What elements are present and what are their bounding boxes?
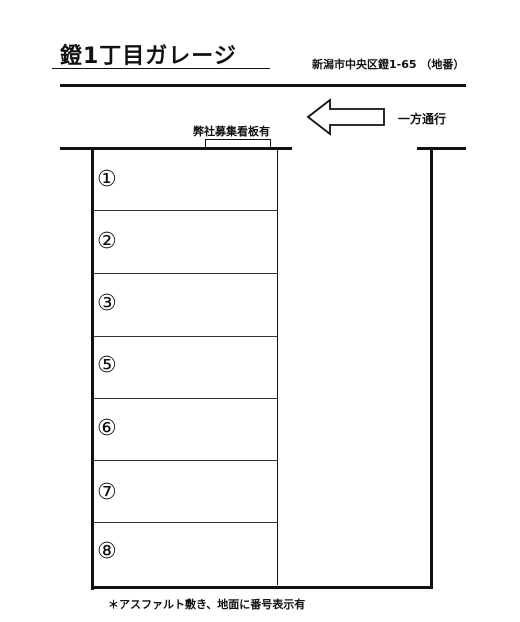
- space-number: ⑦: [97, 480, 117, 505]
- parking-space: ⑧: [93, 523, 277, 585]
- one-way-arrow-icon: [306, 98, 385, 136]
- space-divider: [93, 210, 277, 211]
- front-boundary-right: [417, 147, 466, 150]
- space-divider: [93, 460, 277, 461]
- title-underline: [52, 68, 270, 69]
- front-boundary-left: [60, 147, 292, 150]
- parking-space: ③: [93, 274, 277, 336]
- road-edge-line: [60, 84, 466, 87]
- space-divider: [93, 522, 277, 523]
- signboard: [205, 139, 271, 148]
- space-number: ③: [97, 291, 117, 316]
- space-number: ⑧: [97, 539, 117, 564]
- space-divider: [93, 336, 277, 337]
- space-number: ②: [97, 229, 117, 254]
- parking-space: ②: [93, 211, 277, 273]
- parking-space: ⑥: [93, 399, 277, 460]
- one-way-label: 一方通行: [398, 112, 447, 126]
- space-divider: [93, 273, 277, 274]
- space-number: ⑤: [97, 353, 117, 378]
- parking-space: ①: [93, 150, 277, 210]
- lot-left-wall: [91, 147, 94, 590]
- page-title: 鐙1丁目ガレージ: [60, 44, 237, 69]
- lot-right-edge: [277, 147, 278, 585]
- footnote: ＊アスファルト敷き、地面に番号表示有: [108, 598, 306, 611]
- space-number: ①: [97, 167, 117, 192]
- parking-space: ⑤: [93, 337, 277, 398]
- rear-boundary-wall: [91, 586, 433, 589]
- space-divider: [93, 398, 277, 399]
- address-label: 新潟市中央区鐙1-65 （地番）: [312, 58, 465, 71]
- space-number: ⑥: [97, 416, 117, 441]
- signboard-label: 弊社募集看板有: [193, 125, 270, 138]
- parking-space: ⑦: [93, 461, 277, 522]
- right-boundary-wall: [430, 147, 433, 589]
